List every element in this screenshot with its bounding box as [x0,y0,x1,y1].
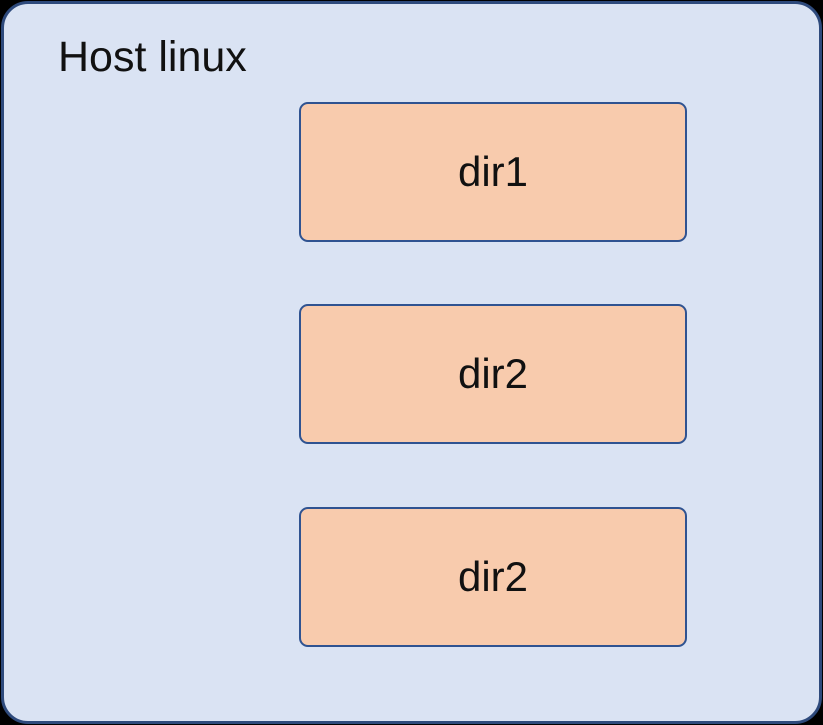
dir-box-2: dir2 [299,304,687,444]
dir-box-3: dir2 [299,507,687,647]
dir-box-1-label: dir1 [457,148,529,195]
dir-box-1: dir1 [299,102,687,242]
dir-box-3-label: dir2 [457,553,529,600]
host-container-label: Host linux [58,33,247,81]
dir-box-2-label: dir2 [457,350,529,397]
